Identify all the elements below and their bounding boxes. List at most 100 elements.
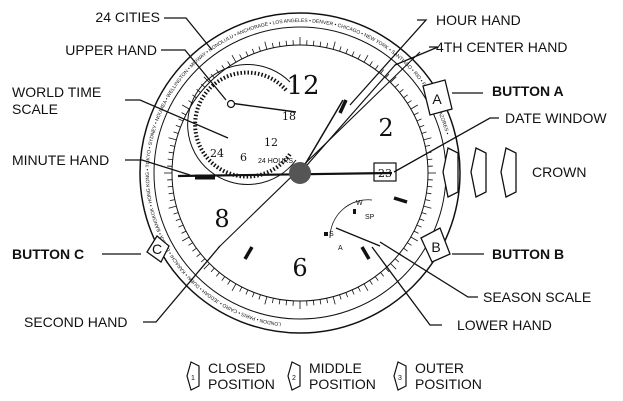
city-ring-tick: [357, 286, 361, 292]
city-ring-tick: [390, 263, 397, 270]
city-ring-tick: [374, 65, 379, 70]
city-ring-tick: [175, 218, 181, 222]
city-ring-tick: [385, 267, 390, 273]
label-lower-hand: LOWER HAND: [457, 317, 552, 333]
city-ring-tick: [175, 124, 181, 128]
watch-bezel: [139, 12, 461, 334]
city-ring-tick: [319, 41, 322, 47]
city-ring-tick: [427, 185, 433, 188]
season-mark-sp: SP: [365, 214, 375, 221]
city-ring-tick: [278, 41, 281, 47]
city-ring-tick: [427, 158, 433, 161]
city-ring-tick: [203, 263, 210, 270]
city-ring-tick: [168, 137, 177, 141]
city-ring-tick: [181, 112, 187, 116]
city-ring-tick: [188, 242, 193, 246]
label-upper-hand: UPPER HAND: [65, 42, 157, 58]
city-ring-tick: [200, 83, 206, 88]
city-ring-tick: [369, 280, 373, 285]
city-ring-tick: [312, 40, 315, 46]
city-ring-tick: [251, 292, 255, 298]
button-b-letter: B: [431, 239, 440, 255]
city-ring-tick: [407, 242, 412, 246]
city-ring-tick: [351, 51, 355, 57]
city-ring-tick: [278, 299, 281, 305]
label-minute-hand: MINUTE HAND: [12, 152, 109, 168]
legend-outer-line1: OUTER: [415, 360, 464, 376]
world-time-subdial: 24 6 12 18 24 HOURS: [187, 64, 297, 185]
city-ring-tick: [231, 55, 237, 63]
legend-outer-line2: POSITION: [415, 376, 482, 392]
crown-position-1-shape: [442, 147, 459, 198]
second-hand: [217, 51, 421, 249]
city-ring-tick: [419, 124, 425, 128]
minute-hand: [177, 171, 393, 178]
city-ring-tick: [407, 100, 412, 104]
city-ring-tick: [264, 41, 268, 50]
city-ring-tick: [192, 247, 197, 252]
city-ring-tick: [239, 54, 243, 60]
button-a-letter: A: [432, 91, 442, 107]
season-mark-s: S: [329, 231, 334, 238]
city-ring-tick: [421, 131, 427, 134]
button-c[interactable]: C: [146, 235, 170, 263]
crown[interactable]: [442, 147, 517, 198]
city-ring-tick: [423, 205, 432, 209]
season-mark-w: W: [356, 200, 363, 207]
dial-face: [171, 44, 429, 302]
city-ring-tick: [178, 118, 184, 122]
city-ring-tick: [380, 272, 385, 277]
crown-position-legend: 1 CLOSED POSITION 2 MIDDLE POSITION 3 OU…: [186, 360, 482, 392]
button-a[interactable]: A: [422, 79, 453, 116]
city-ring-tick: [285, 40, 288, 46]
city-ring-tick: [258, 46, 261, 52]
city-ring-tick: [169, 144, 175, 147]
city-ring-tick: [357, 54, 361, 60]
button-c-letter: C: [152, 241, 162, 257]
upper-hand-hub: [226, 99, 236, 109]
city-ring-tick: [168, 205, 177, 209]
city-ring-tick: [339, 294, 342, 300]
label-date-window: DATE WINDOW: [505, 110, 607, 126]
label-button-a: BUTTON A: [492, 83, 564, 99]
city-ring-tick: [251, 48, 255, 54]
crown-position-2-shape: [470, 147, 487, 198]
city-ring-tick: [312, 300, 315, 306]
city-ring-tick: [182, 104, 190, 110]
city-ring-tick: [169, 199, 175, 202]
city-ring-tick: [390, 76, 397, 83]
city-ring-tick: [403, 247, 408, 252]
leader-lines: [102, 17, 499, 326]
city-ring-tick: [416, 118, 422, 122]
legend-closed-line2: POSITION: [208, 376, 275, 392]
button-b[interactable]: B: [420, 227, 451, 263]
city-ring-tick: [385, 73, 390, 79]
city-ring-tick: [413, 112, 419, 116]
legend-middle-line2: POSITION: [309, 376, 376, 392]
city-ring-tick: [363, 283, 369, 291]
city-ring-tick: [326, 42, 329, 48]
city-ring-tick: [332, 296, 336, 305]
city-ring-tick: [380, 69, 385, 74]
label-4th-center-hand: 4TH CENTER HAND: [436, 39, 567, 55]
city-ring-tick: [345, 292, 349, 298]
city-ring-tick: [419, 218, 425, 222]
center-pinion: [289, 162, 311, 184]
city-ring-tick: [394, 83, 400, 88]
legend-closed-num: 1: [191, 375, 195, 382]
city-ring-tick: [168, 151, 174, 154]
city-ring-tick: [394, 258, 400, 263]
world-time-24-hours: 24 HOURS: [258, 158, 293, 165]
city-ring-tick: [285, 300, 288, 306]
city-ring-tick: [332, 41, 336, 50]
city-ring-tick: [403, 94, 408, 99]
city-ring-tick: [227, 61, 231, 66]
city-ring-tick: [173, 131, 179, 134]
dial-numeral-12: 12: [286, 71, 319, 101]
label-button-b: BUTTON B: [492, 246, 564, 262]
city-ring-tick: [227, 280, 231, 285]
hour-hand: [299, 99, 344, 174]
label-button-c: BUTTON C: [12, 246, 84, 262]
city-ring-tick: [178, 224, 184, 228]
